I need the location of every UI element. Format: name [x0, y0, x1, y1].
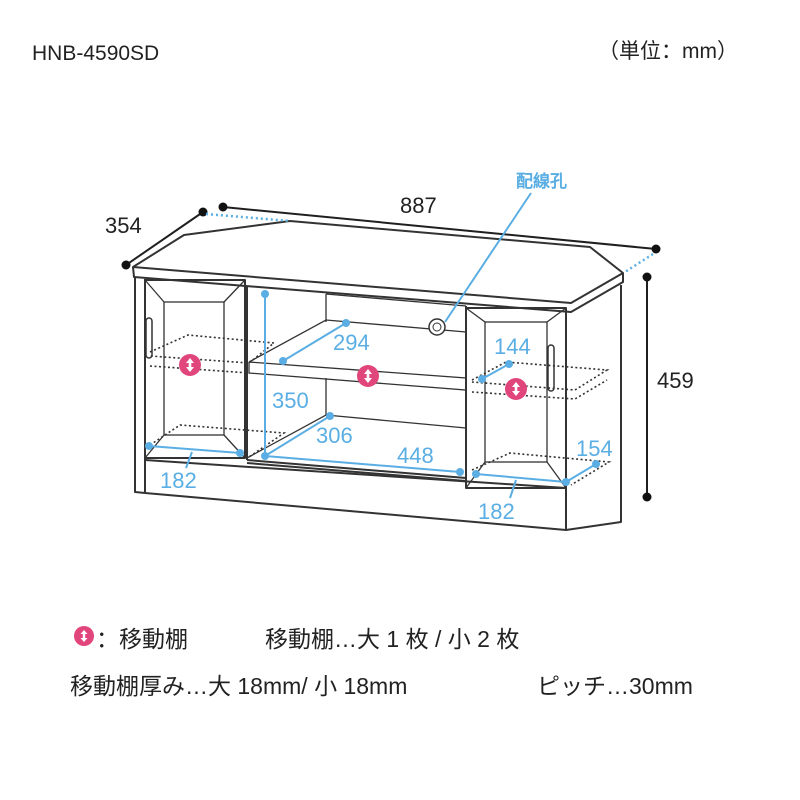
inner-width-label: 448	[397, 443, 434, 468]
bottom-depth-label: 306	[316, 423, 353, 448]
upper-shelf-depth-label: 294	[333, 330, 370, 355]
movable-shelf-icon	[357, 365, 379, 387]
shelf-thickness-text: 移動棚厚み…大 18mm/ 小 18mm	[70, 673, 407, 699]
top-board-edge	[132, 266, 624, 313]
legend-shelf-icon	[74, 626, 94, 646]
inner-height-label: 350	[272, 388, 309, 413]
movable-shelf-markers	[179, 354, 527, 400]
left-door	[144, 279, 246, 459]
cable-hole-icon	[428, 318, 446, 336]
depth-label: 354	[105, 213, 142, 238]
right-door-handle-icon	[547, 344, 555, 392]
top-board	[132, 220, 624, 304]
shelf-count-text: 移動棚…大 1 枚 / 小 2 枚	[265, 626, 519, 652]
legend: ：移動棚 移動棚…大 1 枚 / 小 2 枚 移動棚厚み…大 18mm/ 小 1…	[70, 626, 693, 699]
right-shelf-depth-label: 144	[494, 334, 531, 359]
tv-cabinet-drawing	[132, 220, 624, 531]
unit-label: （単位：mm）	[598, 40, 738, 63]
inner-dimensions: 配線孔 350 294 306 448 182 182 144 154	[145, 171, 613, 524]
overall-dimensions: 354 887 459	[105, 193, 694, 502]
left-door-width-label: 182	[160, 468, 197, 493]
left-side	[134, 277, 146, 494]
right-bottom-depth-label: 154	[576, 436, 613, 461]
right-door-width-label: 182	[478, 499, 515, 524]
pitch-text: ピッチ…30mm	[537, 673, 693, 699]
cable-hole-label: 配線孔	[516, 171, 567, 191]
movable-shelf-icon	[505, 378, 527, 400]
height-label: 459	[657, 368, 694, 393]
legend-icon-label: ：移動棚	[96, 626, 188, 652]
left-door-handle-icon	[145, 317, 153, 359]
right-door	[465, 307, 567, 489]
movable-shelf-icon	[179, 354, 201, 376]
width-label: 887	[400, 193, 437, 218]
model-number: HNB-4590SD	[32, 42, 159, 65]
